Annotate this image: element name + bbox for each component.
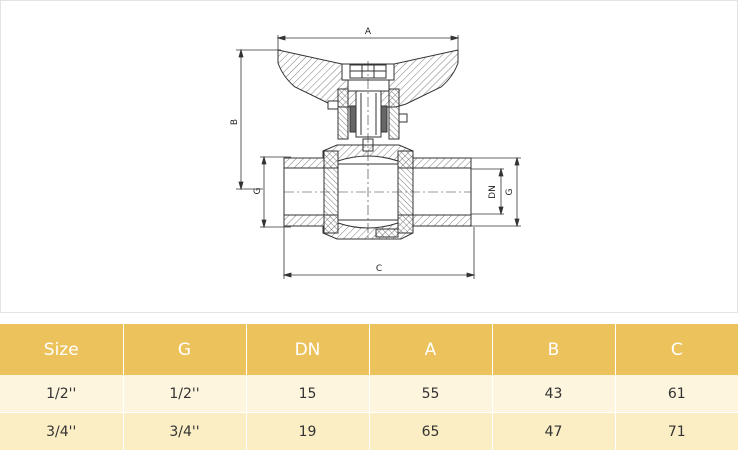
dimension-g-left — [260, 155, 291, 229]
label-g-left: G — [253, 187, 263, 194]
spec-table: Size G DN A B C 1/2'' 1/2'' 15 55 43 61 … — [0, 324, 738, 451]
cell-g: 3/4'' — [123, 412, 247, 451]
cell-c: 71 — [615, 412, 738, 451]
cell-a: 55 — [369, 375, 493, 413]
header-g: G — [123, 324, 247, 375]
label-b: B — [230, 119, 240, 125]
label-c: C — [376, 264, 382, 274]
header-dn: DN — [246, 324, 370, 375]
header-c: C — [615, 324, 738, 375]
table-row: 3/4'' 3/4'' 19 65 47 71 — [0, 412, 738, 451]
cell-size: 3/4'' — [0, 412, 124, 451]
dimension-b — [236, 48, 281, 191]
ball-valve-drawing: A B G C — [230, 27, 521, 279]
cell-b: 47 — [492, 412, 616, 451]
valve-stem — [327, 79, 408, 152]
dimension-a — [276, 35, 460, 50]
table-header-row: Size G DN A B C — [0, 324, 738, 375]
header-a: A — [369, 324, 493, 375]
cell-a: 65 — [369, 412, 493, 451]
cell-b: 43 — [492, 375, 616, 413]
dimension-c — [282, 227, 476, 279]
label-a: A — [365, 27, 372, 37]
cell-dn: 15 — [246, 375, 370, 413]
valve-body — [283, 61, 472, 241]
cell-size: 1/2'' — [0, 375, 124, 413]
label-dn: DN — [488, 185, 498, 199]
cell-g: 1/2'' — [123, 375, 247, 413]
technical-drawing-panel: A B G C — [0, 0, 738, 313]
dimension-g-right — [471, 156, 521, 228]
cell-dn: 19 — [246, 412, 370, 451]
dimension-dn — [471, 167, 504, 216]
cell-c: 61 — [615, 375, 738, 413]
label-g-right: G — [505, 188, 515, 195]
table-row: 1/2'' 1/2'' 15 55 43 61 — [0, 375, 738, 413]
header-size: Size — [0, 324, 124, 375]
header-b: B — [492, 324, 616, 375]
